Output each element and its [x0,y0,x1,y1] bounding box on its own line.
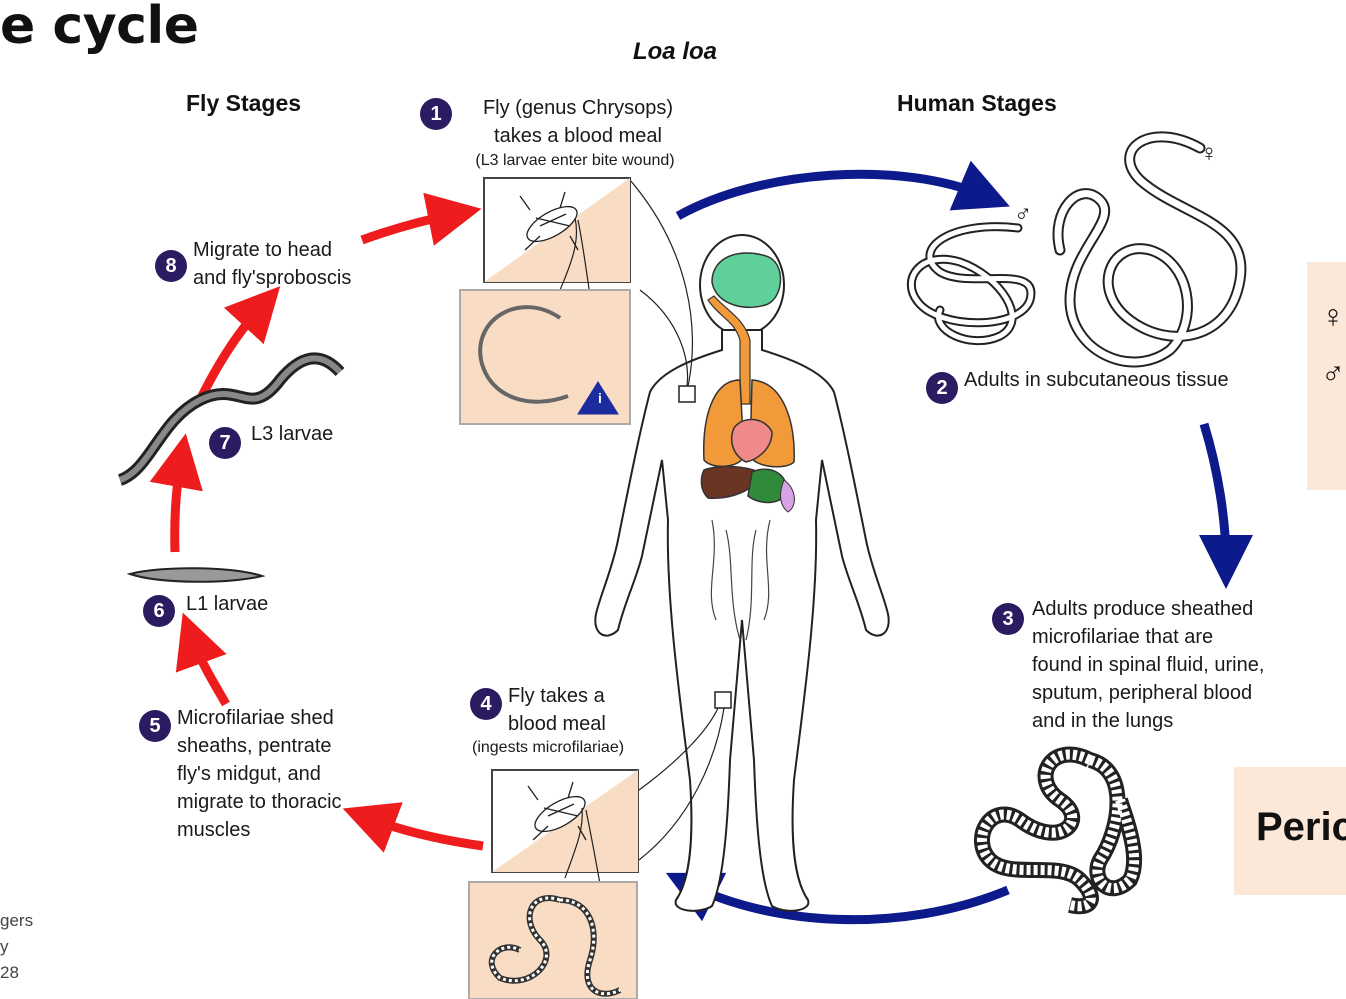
arrow-8-to-1 [360,192,482,246]
step-4-note: (ingests microfilariae) [472,739,625,756]
step-badge-7: 7 [209,427,241,459]
arrow-2-to-3 [1198,422,1253,589]
info-icon-glyph: i [598,390,602,406]
step-badge-4: 4 [470,688,502,720]
step-5-line: migrate to thoracic [177,791,342,813]
arrow-7-to-8 [197,286,281,399]
step-1-label: Fly (genus Chrysops) takes a blood meal [458,94,698,150]
arrow-5-to-6 [175,612,230,707]
side-panel-word: Peric [1256,805,1346,849]
step-5-label: Microfilariae shed sheaths, pentrate fly… [177,704,342,844]
step-3-line: and in the lungs [1032,710,1174,732]
human-stages-heading: Human Stages [897,90,1057,116]
step-3-label: Adults produce sheathed microfilariae th… [1032,595,1264,735]
step-5-line: muscles [177,819,251,841]
step-4-label: Fly takes a blood meal [508,682,606,738]
step-3-line: found in spinal fluid, urine, [1032,654,1265,676]
step-3-line: Adults produce sheathed [1032,598,1254,620]
footer-line: gers [0,911,34,930]
step-5-line: sheaths, pentrate [177,735,332,757]
l3-larva-drawing [117,352,345,486]
step-1-line: Fly (genus Chrysops) [482,97,674,119]
slide-footer: gers y 28 [0,908,33,986]
larva-c-shape [478,305,569,404]
arrow-1-to-2 [675,160,1010,220]
fly-drawing-bottom [527,781,587,841]
fly-drawing-top [519,191,579,251]
adult-worms [906,131,1247,368]
step-5-line: fly's midgut, and [177,763,321,785]
step-8-line: Migrate to head [193,239,332,261]
male-worm-symbol: ♂ [1014,200,1032,227]
fly-stages-heading: Fly Stages [186,90,302,116]
step-2-label: Adults in subcutaneous tissue [964,369,1229,391]
arrow-3-to-4 [665,872,1010,925]
arrow-6-to-7 [149,433,203,553]
side-panel-bottom: Peric [1234,767,1346,895]
footer-line: 28 [0,963,19,982]
step-4-line: blood meal [508,713,606,735]
l1-larva-drawing [126,567,266,583]
step-badge-2: 2 [926,372,958,404]
step-3-line: sputum, peripheral blood [1032,682,1253,704]
female-worm-symbol: ♀ [1200,140,1218,167]
arrow-4-to-5 [342,802,484,853]
sheathed-microfilaria [973,746,1143,915]
step-badge-8: 8 [155,250,187,282]
microfilaria-detail-box [468,881,638,999]
step-badge-3: 3 [992,603,1024,635]
step-1-line: takes a blood meal [494,125,662,147]
female-symbol: ♀ [1321,298,1345,334]
slide-title: e cycle [0,0,199,56]
step-4-line: Fly takes a [508,685,605,707]
male-symbol: ♂ [1321,354,1345,390]
step-badge-5: 5 [139,710,171,742]
liver [700,465,763,499]
bite-site-marker [678,385,696,403]
step-badge-1: 1 [420,98,452,130]
info-icon [577,381,619,415]
step-8-label: Migrate to head and fly'sproboscis [193,236,351,292]
step-6-label: L1 larvae [186,593,269,615]
step-3-line: microfilariae that are [1032,626,1214,648]
heart [730,418,773,463]
step-7-label: L3 larvae [251,423,334,445]
diagram-title: Loa loa [632,38,717,65]
step-1-note: (L3 larvae enter bite wound) [475,152,675,169]
side-panel-top: ♀ ♂ [1307,262,1346,490]
step-badge-6: 6 [143,595,175,627]
blood-site-marker [714,691,732,709]
step-5-line: Microfilariae shed [177,707,334,729]
step-8-line: and fly'sproboscis [193,267,352,289]
brain [711,252,782,308]
footer-line: y [0,937,9,956]
